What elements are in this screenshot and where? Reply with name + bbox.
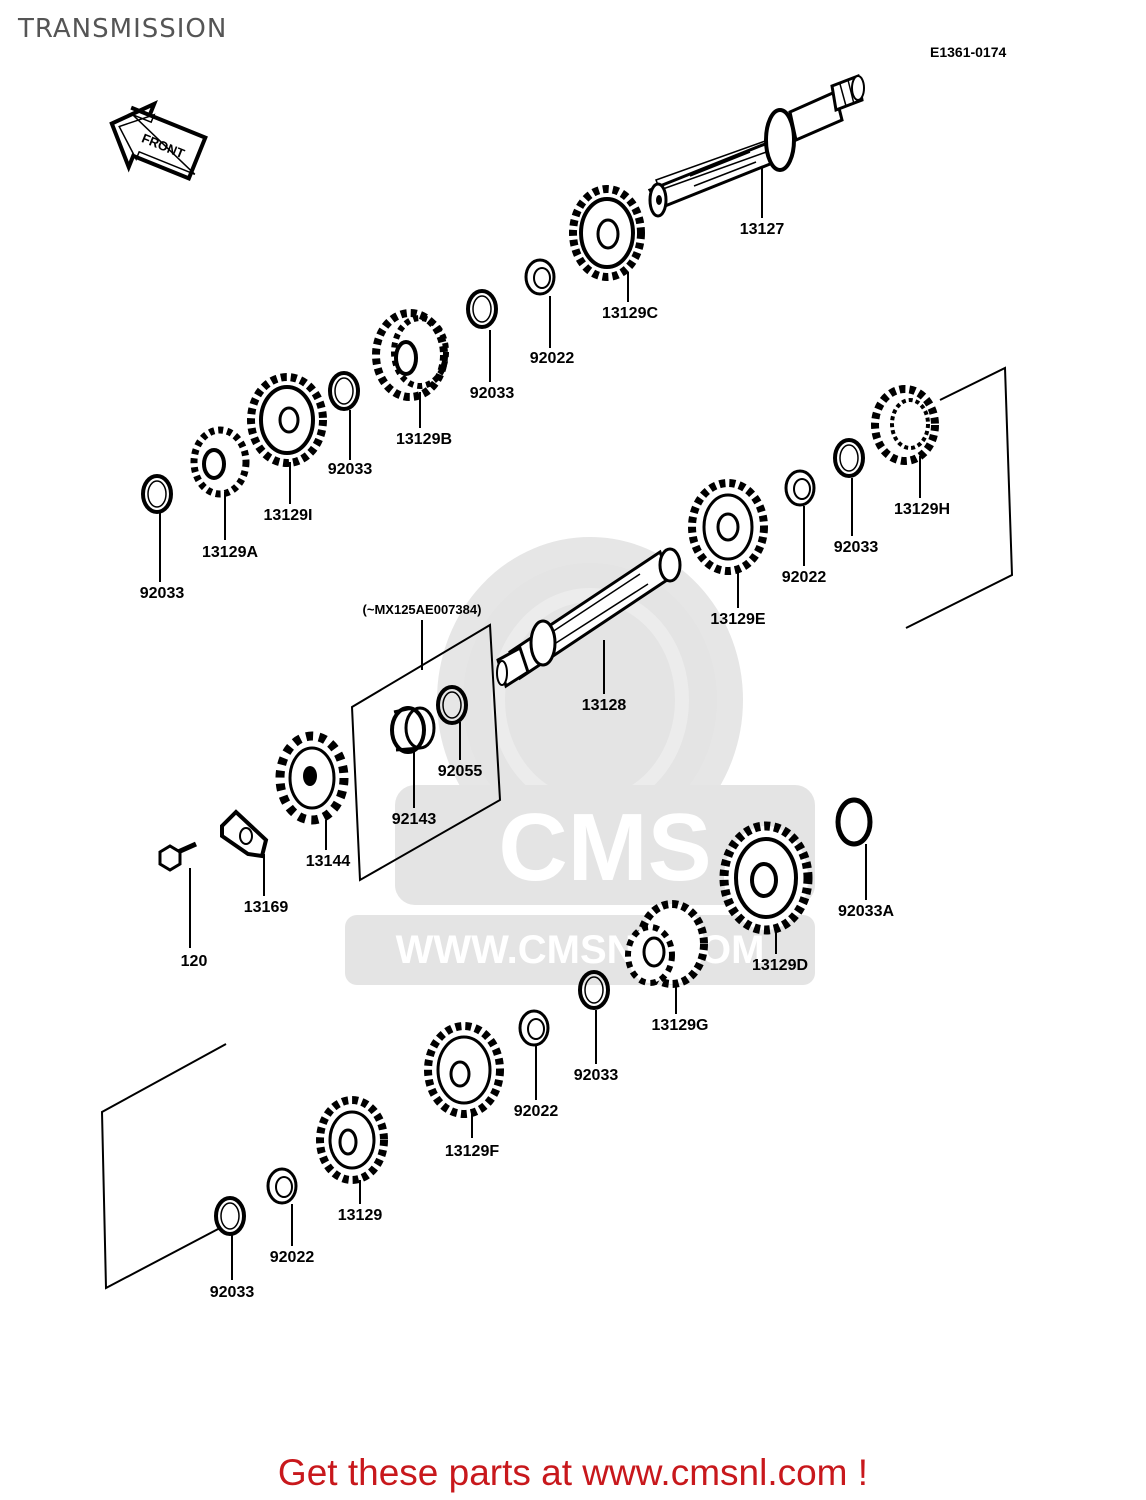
- part-label-92022: 92022: [530, 350, 575, 367]
- circlip-92033-lower: [578, 970, 610, 1010]
- gear-13129A: [190, 426, 250, 498]
- part-label-13129B: 13129B: [396, 431, 452, 448]
- part-label-92033: 92033: [834, 539, 879, 556]
- plate-13169: [220, 809, 269, 859]
- part-label-92033: 92033: [140, 585, 185, 602]
- bolt-120: [158, 841, 198, 872]
- gear-13129: [316, 1096, 388, 1184]
- part-label-92033: 92033: [328, 461, 373, 478]
- shaft-13127: [647, 73, 865, 218]
- part-label-13129G: 13129G: [652, 1017, 709, 1034]
- part-label-92022: 92022: [782, 569, 827, 586]
- part-label-92022: 92022: [514, 1103, 559, 1120]
- diagram-code: E1361-0174: [930, 44, 1007, 60]
- part-label-13144: 13144: [306, 853, 351, 870]
- bracket-left: [100, 1043, 227, 1290]
- part-label-92033A: 92033A: [838, 903, 894, 920]
- part-label-120: 120: [181, 953, 208, 970]
- part-label-13127: 13127: [740, 221, 785, 238]
- part-label-13129: 13129: [338, 1207, 383, 1224]
- part-label-13169: 13169: [244, 899, 289, 916]
- part-label-13129I: 13129I: [264, 507, 313, 524]
- part-label-92055: 92055: [438, 763, 483, 780]
- washer-92022-right: [784, 469, 816, 507]
- part-label-13129A: 13129A: [202, 544, 258, 561]
- leader-lines: [159, 168, 921, 1280]
- part-label-92022: 92022: [270, 1249, 315, 1266]
- part-label-92143: 92143: [392, 811, 437, 828]
- part-label-13129H: 13129H: [894, 501, 950, 518]
- gear-13129C: [569, 185, 645, 281]
- footer-link[interactable]: Get these parts at www.cmsnl.com !: [277, 1452, 869, 1493]
- watermark-logo-text: CMS: [498, 794, 711, 901]
- gear-13129D: [719, 821, 813, 935]
- part-label-13129D: 13129D: [752, 957, 808, 974]
- sprocket-13144: [275, 731, 349, 825]
- circlip-92033-left: [141, 474, 173, 514]
- circlip-92033-upper: [466, 289, 498, 329]
- shaft-13128: [496, 547, 682, 689]
- gear-13129E: [688, 479, 768, 575]
- washer-92022-bottom: [266, 1167, 298, 1205]
- washer-92022-lower: [518, 1009, 550, 1047]
- front-label: FRONT: [140, 131, 187, 162]
- collar-92143: [390, 706, 436, 754]
- part-label-13129F: 13129F: [445, 1143, 499, 1160]
- part-label-92033: 92033: [574, 1067, 619, 1084]
- serial-bracket: [350, 623, 502, 882]
- bracket-right: [905, 366, 1014, 629]
- gear-13129B: [372, 309, 449, 401]
- part-labels: 13127 13129C 92022 92033 13129B 92033 13…: [140, 221, 950, 1301]
- circlip-92033-right: [833, 438, 865, 478]
- watermark-url-text: WWW.CMSNL.COM: [396, 928, 765, 972]
- gear-13129H: [871, 385, 939, 465]
- serial-note: (~MX125AE007384): [363, 602, 482, 617]
- circlip-92033-mid: [328, 371, 360, 411]
- gear-13129F: [424, 1022, 504, 1118]
- gear-13129I: [247, 373, 327, 467]
- part-label-92033: 92033: [470, 385, 515, 402]
- part-label-92033: 92033: [210, 1284, 255, 1301]
- circlip-92033A: [835, 797, 873, 847]
- page-title: TRANSMISSION: [18, 14, 228, 44]
- part-label-13129C: 13129C: [602, 305, 658, 322]
- gear-13129G: [625, 900, 708, 988]
- front-arrow-icon: FRONT: [109, 100, 208, 181]
- part-label-13128: 13128: [582, 697, 627, 714]
- washer-92022-upper: [524, 258, 556, 296]
- part-label-13129E: 13129E: [710, 611, 765, 628]
